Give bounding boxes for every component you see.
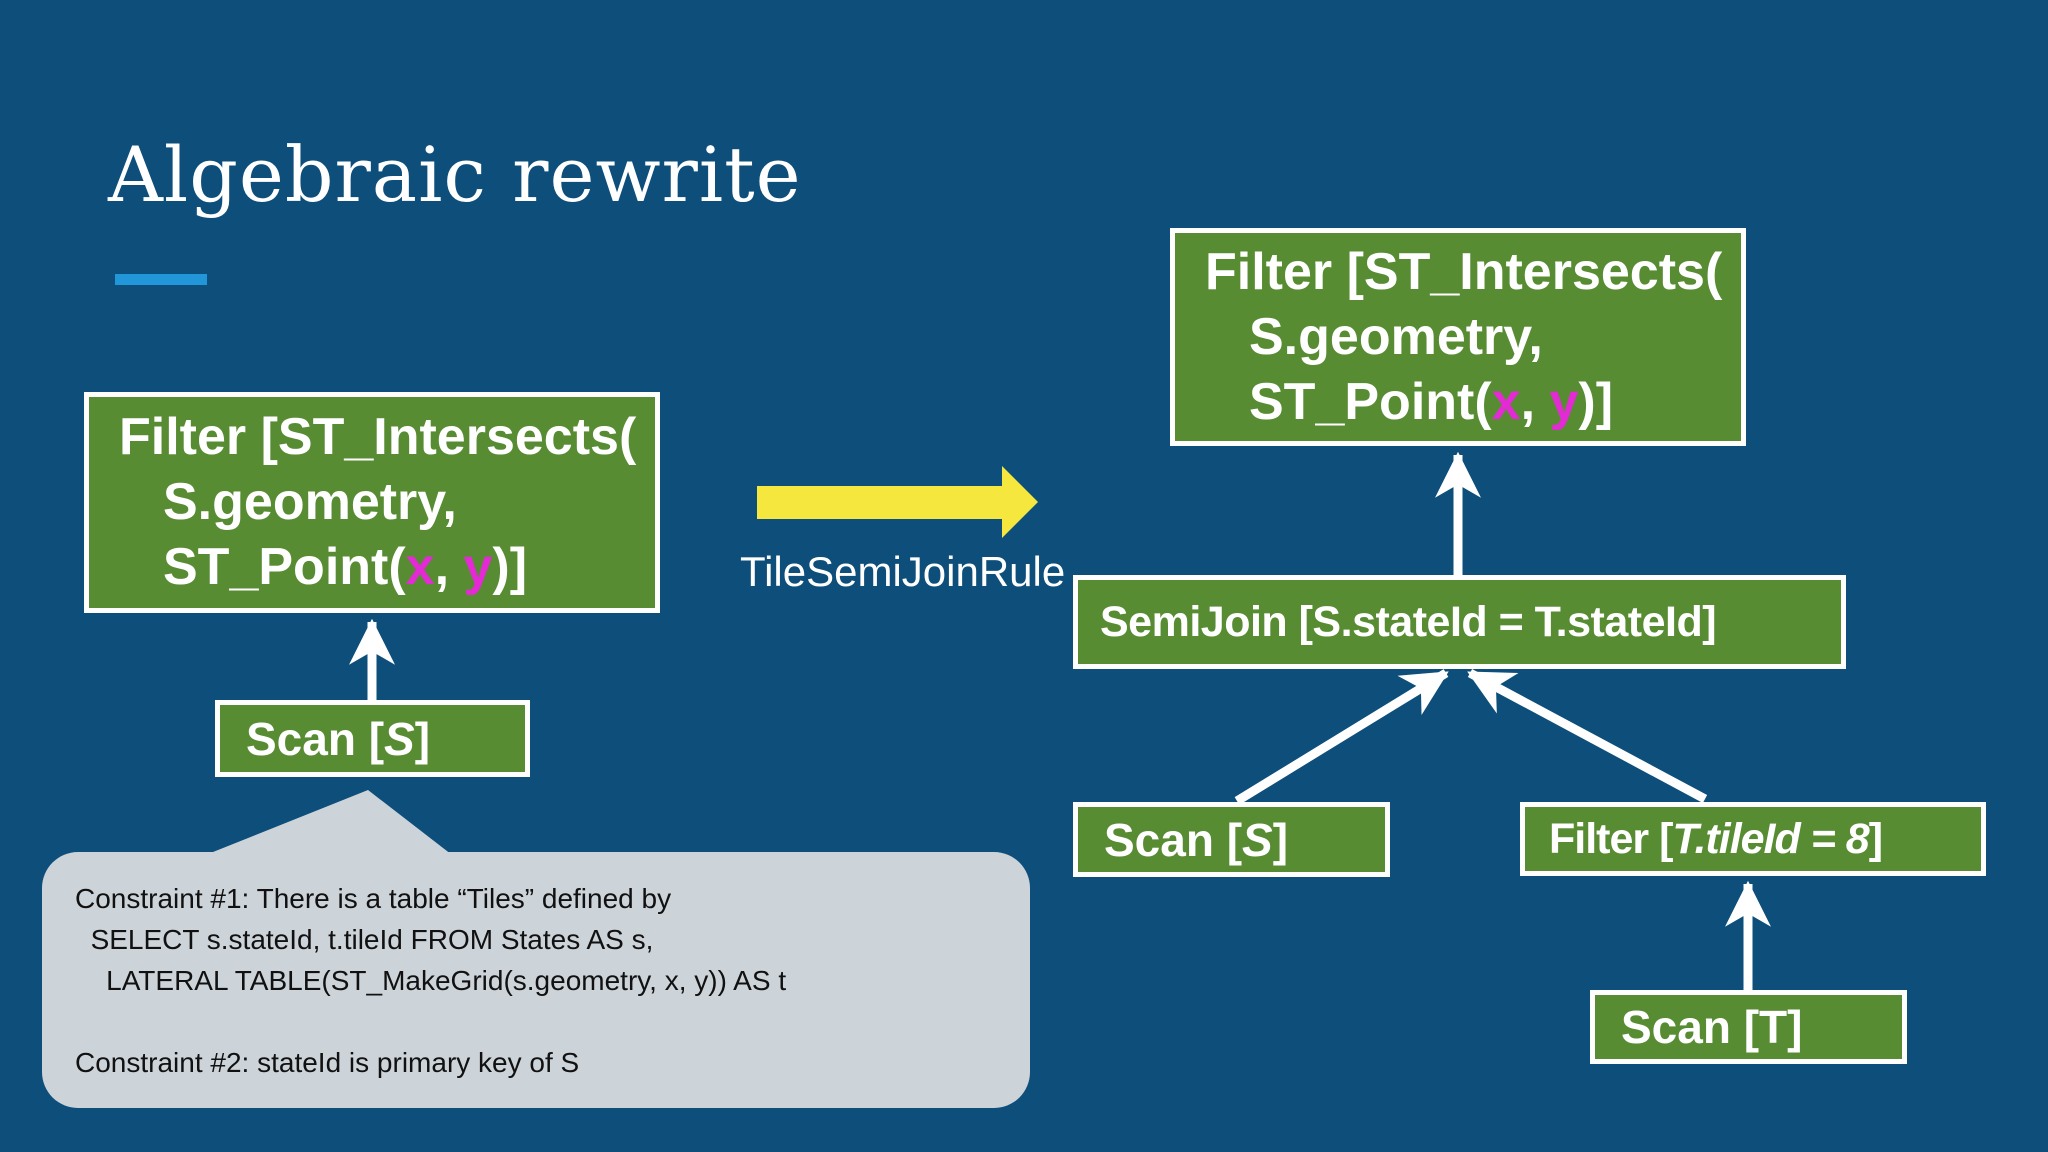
rewrite-rule-label: TileSemiJoinRule bbox=[740, 548, 1066, 595]
scan-s-left-label: Scan [S] bbox=[246, 712, 431, 765]
constraint-2-line: Constraint #2: stateId is primary key of… bbox=[75, 1047, 580, 1078]
plan-node-filter-tileid: Filter [T.tileId = 8] bbox=[1520, 802, 1986, 876]
param-x: x bbox=[405, 538, 435, 596]
callout-tail bbox=[198, 790, 456, 858]
filter-line-3: ST_Point(x, y)] bbox=[163, 538, 528, 596]
constraint-1-line-3: LATERAL TABLE(ST_MakeGrid(s.geometry, x,… bbox=[75, 965, 787, 996]
filter-line-1: Filter [ST_Intersects( bbox=[119, 408, 637, 466]
scan-t-label: Scan [T] bbox=[1621, 1001, 1803, 1053]
plan-node-scan-t: Scan [T] bbox=[1590, 990, 1907, 1064]
arrow-scan-s-to-semijoin bbox=[1234, 669, 1449, 805]
arrow-filter-t-to-semijoin bbox=[1467, 669, 1708, 803]
constraint-1-line-1: Constraint #1: There is a table “Tiles” … bbox=[75, 883, 672, 914]
plan-node-scan-s-right: Scan [S] bbox=[1073, 802, 1390, 877]
filter-line-3: ST_Point(x, y)] bbox=[1249, 372, 1614, 431]
semijoin-label: SemiJoin [S.stateId = T.stateId] bbox=[1100, 597, 1717, 646]
plan-node-semijoin: SemiJoin [S.stateId = T.stateId] bbox=[1073, 575, 1846, 669]
filter-line-1: Filter [ST_Intersects( bbox=[1205, 242, 1723, 301]
slide-title: Algebraic rewrite bbox=[108, 130, 802, 219]
filter-line-2: S.geometry, bbox=[163, 473, 457, 531]
param-y: y bbox=[1549, 372, 1579, 431]
rewrite-arrow-icon bbox=[757, 466, 1038, 538]
plan-node-filter-right: Filter [ST_Intersects( S.geometry, ST_Po… bbox=[1170, 228, 1746, 446]
param-y: y bbox=[463, 538, 493, 596]
filter-line-2: S.geometry, bbox=[1249, 307, 1543, 366]
plan-node-filter-left: Filter [ST_Intersects( S.geometry, ST_Po… bbox=[84, 392, 660, 613]
scan-s-right-label: Scan [S] bbox=[1104, 813, 1289, 866]
filter-tileid-label: Filter [T.tileId = 8] bbox=[1549, 814, 1883, 863]
constraints-callout: Constraint #1: There is a table “Tiles” … bbox=[42, 852, 1030, 1108]
plan-node-scan-s-left: Scan [S] bbox=[215, 700, 530, 777]
param-x: x bbox=[1491, 372, 1521, 431]
callout-blank-line bbox=[75, 1001, 1010, 1042]
constraint-1-line-2: SELECT s.stateId, t.tileId FROM States A… bbox=[75, 924, 654, 955]
title-accent-bar bbox=[115, 274, 207, 285]
